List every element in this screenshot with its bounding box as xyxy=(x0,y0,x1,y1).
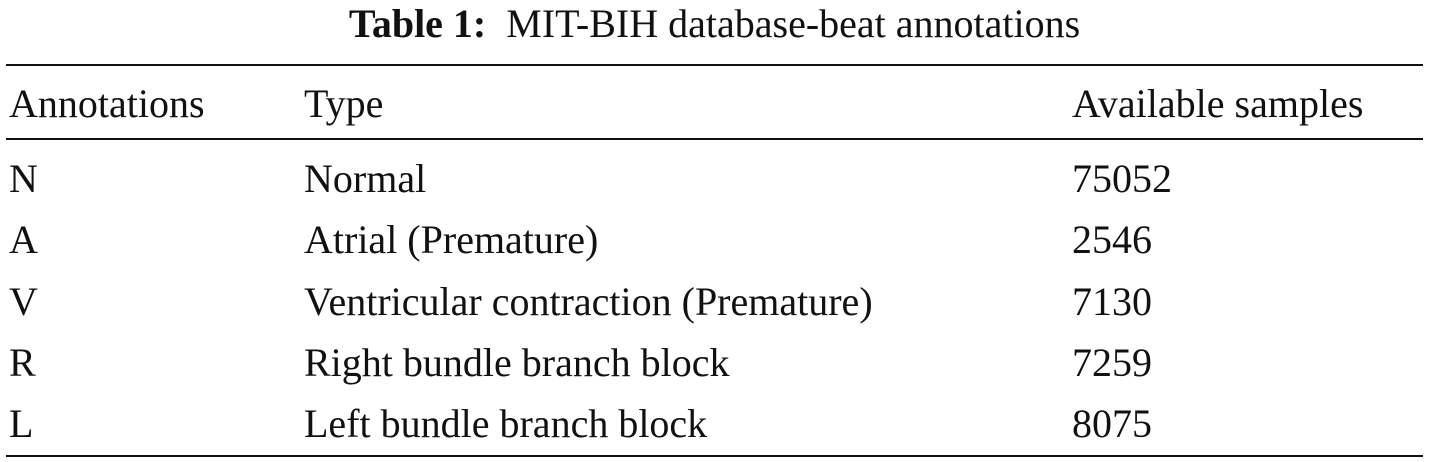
samples-cell: 7259 xyxy=(1072,340,1152,385)
samples-cell: 8075 xyxy=(1072,401,1152,446)
samples-cell: 7130 xyxy=(1072,279,1152,324)
column-header-type: Type xyxy=(304,81,384,126)
table-caption-text: MIT-BIH database-beat annotations xyxy=(506,1,1081,46)
annotation-cell: A xyxy=(9,217,38,262)
annotation-cell: R xyxy=(9,340,36,385)
samples-cell: 75052 xyxy=(1072,156,1172,201)
annotation-cell: V xyxy=(9,279,38,324)
type-cell: Atrial (Premature) xyxy=(304,217,599,262)
table-top-rule xyxy=(6,64,1423,66)
type-cell: Right bundle branch block xyxy=(304,340,730,385)
table-caption-label: Table 1: xyxy=(348,1,487,46)
annotation-cell: N xyxy=(9,156,38,201)
type-cell: Left bundle branch block xyxy=(304,401,708,446)
table-header-rule xyxy=(6,138,1423,140)
table-caption: Table 1: MIT-BIH database-beat annotatio… xyxy=(0,2,1429,46)
column-header-available-samples: Available samples xyxy=(1072,81,1364,126)
column-header-annotations: Annotations xyxy=(9,81,205,126)
type-cell: Normal xyxy=(304,156,427,201)
samples-cell: 2546 xyxy=(1072,217,1152,262)
table-bottom-rule xyxy=(6,455,1423,457)
annotation-cell: L xyxy=(9,401,34,446)
type-cell: Ventricular contraction (Premature) xyxy=(304,279,873,324)
